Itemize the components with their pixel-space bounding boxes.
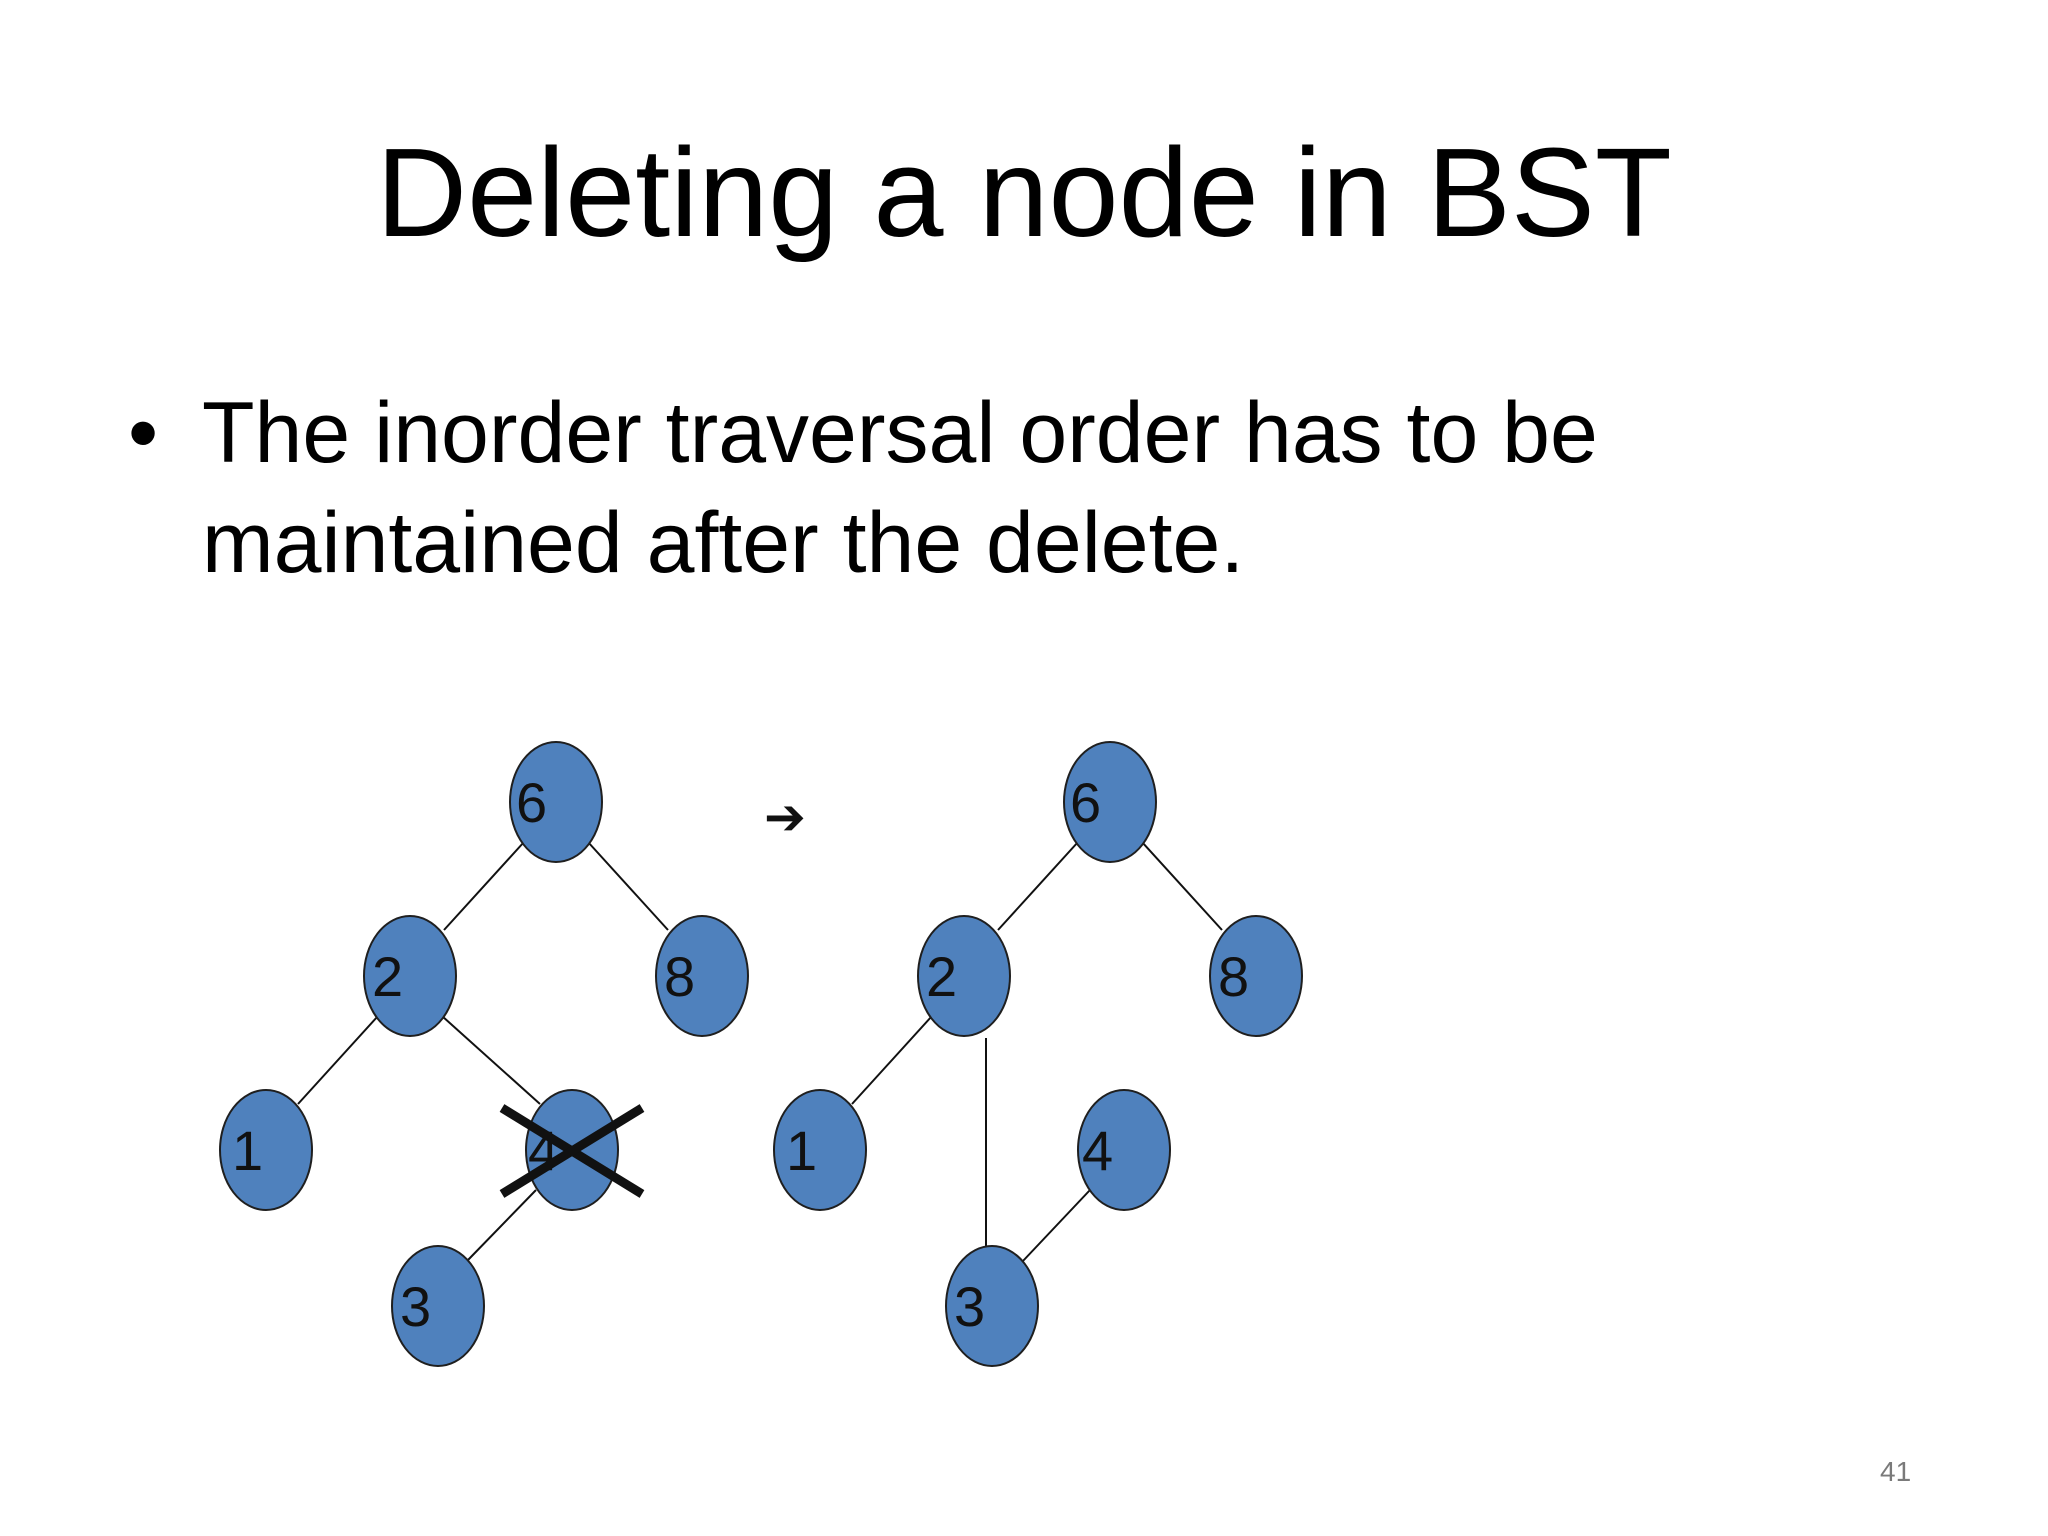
- tree-node: 2: [917, 915, 1011, 1037]
- edge-6-2: [443, 841, 525, 931]
- tree-node: 8: [655, 915, 749, 1037]
- node-label: 2: [372, 945, 403, 1008]
- tree-node: 6: [1063, 741, 1157, 863]
- node-label: 6: [1070, 771, 1101, 834]
- node-label: 8: [664, 945, 695, 1008]
- bullet-marker: •: [128, 385, 159, 481]
- edge-2-4: [441, 1015, 541, 1105]
- tree-node: 1: [219, 1089, 313, 1211]
- edges-before: [297, 841, 669, 1261]
- tree-node: 3: [945, 1245, 1039, 1367]
- edge-6-2: [997, 841, 1079, 931]
- edge-2-1: [297, 1015, 379, 1105]
- tree-after: 6 2 8 1 4 3: [773, 741, 1303, 1367]
- tree-node-deleted: 4: [499, 1089, 645, 1211]
- tree-node: 3: [391, 1245, 485, 1367]
- tree-node: 2: [363, 915, 457, 1037]
- edge-6-8: [587, 841, 669, 931]
- tree-node: 4: [1077, 1089, 1171, 1211]
- tree-node: 6: [509, 741, 603, 863]
- edge-2-1: [851, 1015, 933, 1105]
- node-label: 3: [400, 1275, 431, 1338]
- edges-after: [851, 841, 1223, 1263]
- page-number: 41: [1880, 1456, 1912, 1487]
- delete-cross-icon: [499, 1104, 645, 1198]
- node-label: 3: [954, 1275, 985, 1338]
- tree-before: 6 2 8 1 4 3: [219, 741, 749, 1367]
- node-label: 4: [1082, 1119, 1113, 1182]
- bullet-text: The inorder traversal order has to be ma…: [202, 385, 1598, 591]
- edge-4-3: [467, 1189, 537, 1261]
- right-arrow-icon: ➔: [764, 788, 806, 846]
- edge-6-8: [1141, 841, 1223, 931]
- edge-4-3: [1021, 1189, 1091, 1263]
- node-label: 2: [926, 945, 957, 1008]
- tree-node: 1: [773, 1089, 867, 1211]
- tree-node: 8: [1209, 915, 1303, 1037]
- node-label: 8: [1218, 945, 1249, 1008]
- node-label: 1: [232, 1119, 263, 1182]
- node-label: 1: [786, 1119, 817, 1182]
- slide-title: Deleting a node in BST: [376, 122, 1672, 263]
- node-label: 6: [516, 771, 547, 834]
